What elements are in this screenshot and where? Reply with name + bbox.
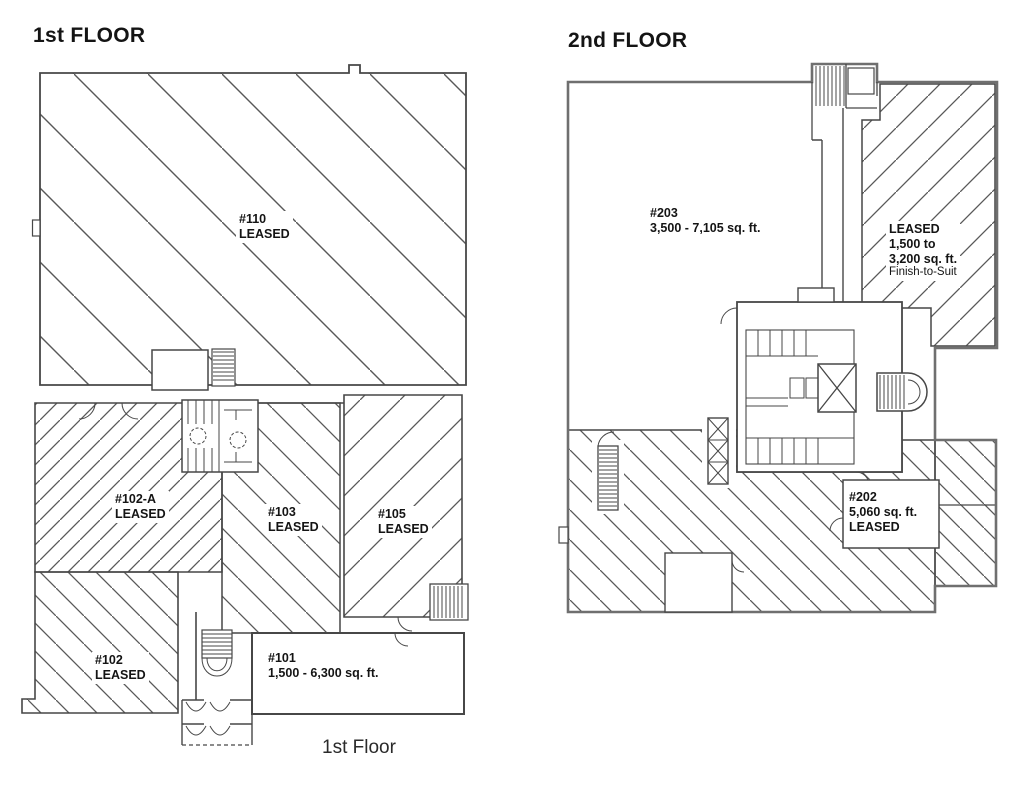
suite-103-label: #103 LEASED bbox=[265, 504, 322, 536]
stairs-top-2f-walls bbox=[811, 64, 878, 140]
suite-203-size: 3,500 - 7,105 sq. ft. bbox=[650, 220, 761, 235]
stairs-main-1f-bowl bbox=[201, 657, 233, 677]
core-entry-2f bbox=[797, 287, 835, 303]
suite-102-number: #102 bbox=[95, 653, 123, 667]
suite-102-label: #102 LEASED bbox=[92, 652, 149, 684]
stairs-main-1f-walls bbox=[195, 612, 253, 700]
floor2-title: 2nd FLOOR bbox=[568, 29, 688, 52]
suite-102a-number: #102-A bbox=[115, 492, 156, 506]
suite-2f-leased-size-from: 1,500 to bbox=[889, 236, 936, 251]
suite-101-number: #101 bbox=[268, 651, 296, 665]
suite-110-label: #110 LEASED bbox=[236, 211, 293, 243]
stairs-left-2f-treads bbox=[599, 449, 617, 507]
bottom-room-2f bbox=[664, 552, 733, 613]
floor2-plan bbox=[558, 62, 999, 614]
fixture-circle-2 bbox=[229, 431, 247, 449]
restrooms-1f-details bbox=[187, 400, 252, 472]
suite-102-region bbox=[21, 571, 179, 714]
stairs-main-1f-treads bbox=[202, 633, 232, 655]
bottom-room-2f-door-arc bbox=[731, 559, 745, 573]
door-arc-105 bbox=[397, 616, 413, 632]
suite-110-number: #110 bbox=[239, 212, 267, 226]
door-arcs-102a bbox=[78, 402, 139, 420]
suite-102a-status: LEASED bbox=[115, 506, 166, 521]
stairs-round-2f bbox=[876, 372, 928, 412]
suite-202-number: #202 bbox=[849, 490, 877, 504]
outer-wall-2f bbox=[566, 62, 999, 614]
door-notch-left-1f bbox=[31, 219, 41, 237]
suite-202-size: 5,060 sq. ft. bbox=[849, 504, 918, 519]
suite-110-status: LEASED bbox=[239, 226, 290, 241]
stairs-round-2f-treads bbox=[879, 375, 921, 409]
fixture-circle-1 bbox=[189, 427, 207, 445]
suite-2f-leased-label: LEASED 1,500 to 3,200 sq. ft. Finish-to-… bbox=[886, 221, 961, 281]
elevator-left-2f-x bbox=[707, 417, 729, 485]
vestibule-1f bbox=[151, 349, 209, 391]
bumpout-2f-region bbox=[934, 439, 997, 587]
suite-105-number: #105 bbox=[378, 507, 406, 521]
suite-103-status: LEASED bbox=[268, 519, 319, 534]
floor1-title: 1st FLOOR bbox=[33, 24, 146, 47]
door-arc-101 bbox=[394, 632, 409, 647]
suite-101-label: #101 1,500 - 6,300 sq. ft. bbox=[265, 650, 382, 682]
stairs-right-1f-treads bbox=[433, 586, 463, 618]
floor1-caption: 1st Floor bbox=[322, 737, 396, 758]
suite-105-status: LEASED bbox=[378, 521, 429, 536]
suite-105-label: #105 LEASED bbox=[375, 506, 432, 538]
floor1-plan bbox=[21, 64, 469, 746]
suite-101-size: 1,500 - 6,300 sq. ft. bbox=[268, 665, 379, 680]
door-notch-left-2f bbox=[558, 526, 569, 544]
restrooms-2f-stalls bbox=[746, 330, 854, 464]
suite-2f-leased-size-to: 3,200 sq. ft. bbox=[889, 251, 958, 266]
suite-2f-leased-status: LEASED bbox=[889, 222, 940, 236]
suite-2f-leased-note: Finish-to-Suit bbox=[889, 266, 957, 279]
stairs-top-2f-treads bbox=[815, 66, 845, 106]
suite-202-label: #202 5,060 sq. ft. LEASED bbox=[846, 489, 921, 536]
sink-island-1 bbox=[789, 377, 805, 399]
corridor-2f bbox=[812, 108, 844, 302]
suite-102a-label: #102-A LEASED bbox=[112, 491, 169, 523]
entrance-door-swings bbox=[185, 701, 231, 736]
stairs-upper-1f-treads bbox=[213, 351, 234, 381]
suite-102-status: LEASED bbox=[95, 667, 146, 682]
suite-202-door-arc bbox=[829, 517, 844, 532]
suite-202-status: LEASED bbox=[849, 519, 900, 534]
stairs-main-1f bbox=[201, 629, 233, 659]
suite-103-number: #103 bbox=[268, 505, 296, 519]
restrooms-1f bbox=[181, 399, 259, 473]
suite-203-number: #203 bbox=[650, 206, 678, 220]
stairs-left-2f-hook bbox=[597, 431, 615, 447]
entrance-vestibule bbox=[181, 699, 253, 745]
stairs-top-2f-landing bbox=[847, 67, 875, 95]
suite-203-label: #203 3,500 - 7,105 sq. ft. bbox=[647, 205, 764, 237]
elevator-core-2f-x bbox=[817, 363, 857, 413]
